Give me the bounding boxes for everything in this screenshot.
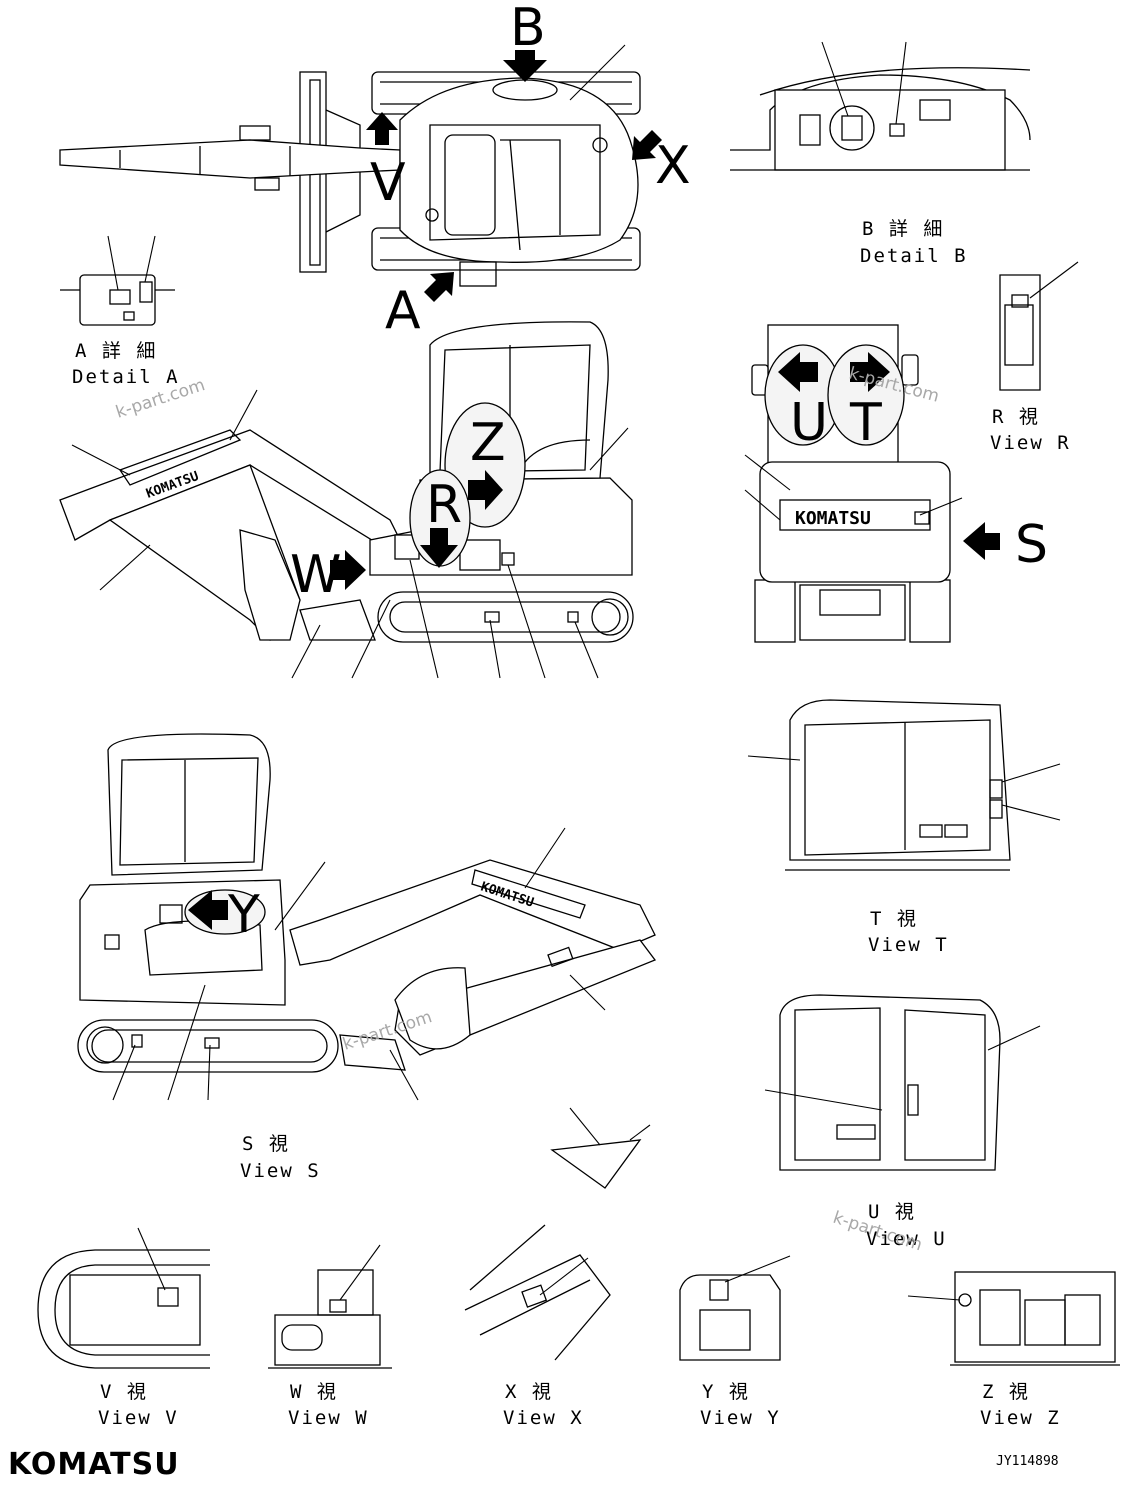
- detail-b-jp-label: B 詳 細: [862, 218, 944, 240]
- view-r-en-label: View R: [990, 432, 1071, 454]
- view-v-jp-label: V 視: [100, 1381, 148, 1403]
- arrow-s-indicator: S: [963, 515, 1048, 575]
- side-view-s-leaders: [112, 827, 606, 1101]
- view-x-drawing: [464, 1224, 611, 1361]
- arrow-label-b: B: [510, 0, 546, 58]
- view-v-drawing: [37, 1227, 210, 1369]
- view-r-jp-label: R 視: [992, 406, 1040, 428]
- view-x-jp-label: X 視: [505, 1381, 553, 1403]
- side-view-right-leaders: [71, 389, 629, 679]
- arrow-b-indicator: B: [503, 0, 547, 82]
- view-u-jp-label: U 視: [868, 1201, 916, 1223]
- view-t-jp-label: T 視: [870, 908, 918, 930]
- side-view-right-machine: KOMATSU: [59, 321, 634, 643]
- view-u-drawing: [764, 994, 1041, 1171]
- view-v-en-label: View V: [98, 1407, 179, 1429]
- view-y-jp-label: Y 視: [702, 1381, 750, 1403]
- arrow-x-indicator: X: [632, 130, 691, 196]
- side-view-s-machine: KOMATSU: [77, 733, 657, 1073]
- detail-a-drawing: [60, 235, 175, 326]
- view-s-en-label: View S: [240, 1160, 321, 1182]
- arrow-r-indicator: R: [420, 475, 462, 568]
- arrow-label-s: S: [1015, 515, 1048, 575]
- view-z-jp-label: Z 視: [982, 1381, 1030, 1403]
- view-w-drawing: [268, 1244, 392, 1369]
- detail-a-en-label: Detail A: [72, 366, 180, 388]
- detail-b-drawing: [730, 41, 1031, 171]
- arrow-label-r: R: [426, 475, 462, 535]
- view-y-en-label: View Y: [700, 1407, 781, 1429]
- arrow-w-indicator: W: [290, 545, 366, 605]
- rear-view-leaders: [744, 454, 963, 521]
- arrow-t-indicator: T: [849, 352, 890, 453]
- top-view-machine: [59, 71, 641, 287]
- view-w-jp-label: W 視: [290, 1381, 338, 1403]
- view-t-en-label: View T: [868, 934, 949, 956]
- arrow-label-v: V: [370, 153, 406, 213]
- view-z-en-label: View Z: [980, 1407, 1061, 1429]
- arrow-label-a: A: [385, 281, 421, 341]
- rear-brand-text: KOMATSU: [795, 508, 871, 529]
- triangle-marker-drawing: [550, 1107, 651, 1189]
- arrow-label-x: X: [655, 136, 691, 196]
- view-u-en-label: View U: [866, 1228, 947, 1250]
- view-t-drawing: [747, 699, 1061, 871]
- arrow-label-t: T: [849, 393, 882, 453]
- view-z-drawing: [907, 1271, 1120, 1366]
- detail-b-en-label: Detail B: [860, 245, 968, 267]
- view-y-drawing: [679, 1255, 791, 1361]
- arrow-v-indicator: V: [366, 112, 406, 213]
- detail-a-jp-label: A 詳 細: [75, 340, 157, 362]
- arrow-label-u: U: [790, 393, 828, 453]
- view-r-drawing: [999, 261, 1079, 391]
- arrow-a-indicator: A: [385, 272, 454, 341]
- view-x-en-label: View X: [503, 1407, 584, 1429]
- arrow-label-z: Z: [470, 413, 506, 473]
- view-w-en-label: View W: [288, 1407, 369, 1429]
- arrow-u-indicator: U: [778, 352, 828, 453]
- komatsu-logo: KOMATSU: [8, 1447, 180, 1482]
- arrow-z-indicator: Z: [468, 413, 506, 510]
- drawing-number: JY114898: [996, 1454, 1059, 1469]
- arrow-label-y: Y: [227, 885, 260, 945]
- arrow-y-indicator: Y: [188, 885, 260, 945]
- view-s-jp-label: S 視: [242, 1133, 290, 1155]
